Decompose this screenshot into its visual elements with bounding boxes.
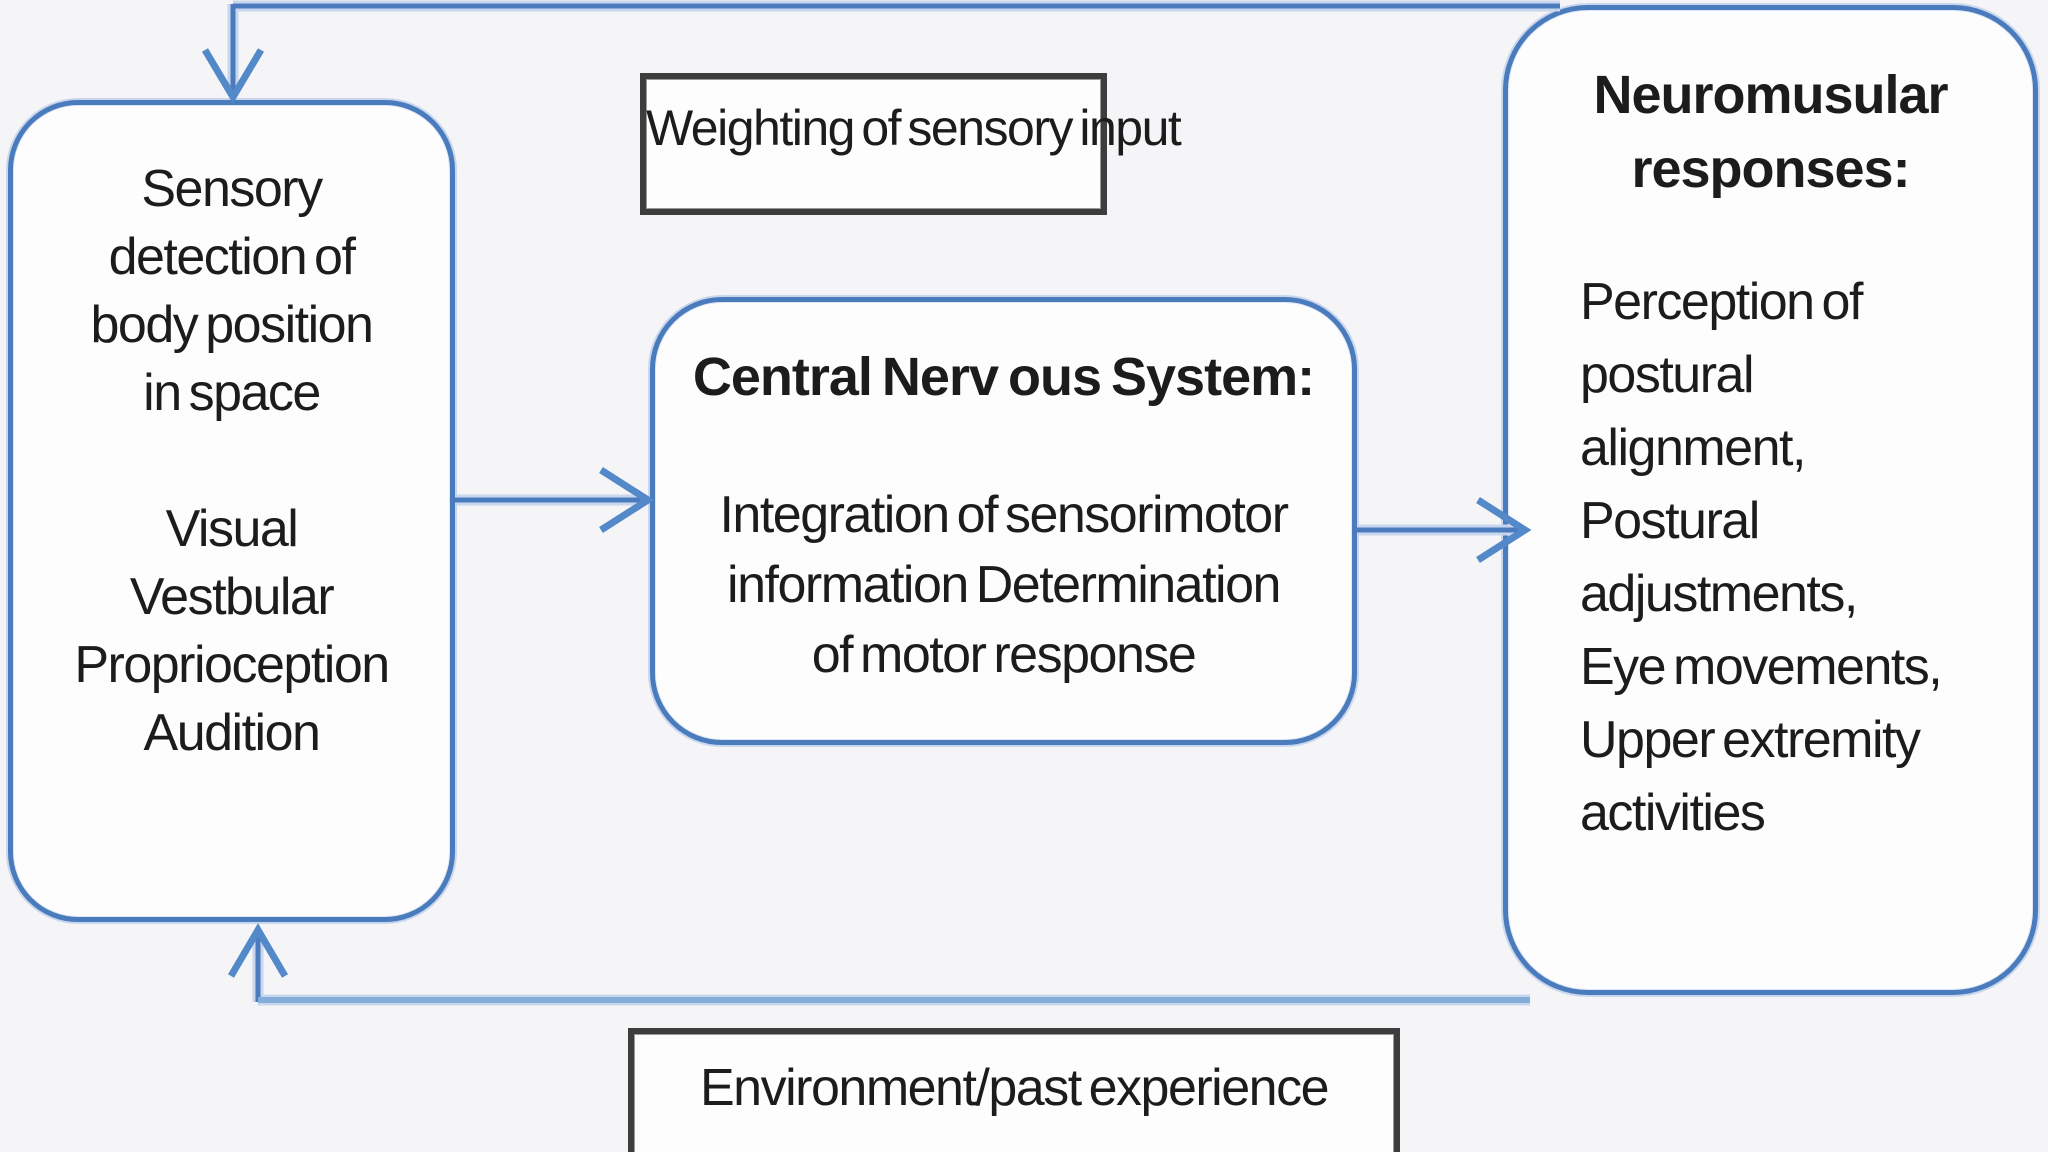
neuro-body-line: Perception of — [1580, 273, 1863, 331]
cns-body-line: Integration of sensorimotor — [719, 486, 1289, 544]
sensory-detection-box: Sensory detection of body position in sp… — [8, 100, 455, 922]
sensory-box-line: in space — [143, 364, 321, 422]
sensory-box-line: Visual — [165, 500, 299, 558]
cns-body-line: information Determination — [727, 556, 1281, 614]
cns-spacer — [655, 414, 1352, 480]
neuro-body-line: postural — [1580, 346, 1755, 404]
weighting-label: Weighting of sensory input — [646, 100, 1182, 156]
neuro-body-line: Upper extremity — [1580, 711, 1921, 769]
cns-title: Central Nerv ous System: — [692, 347, 1315, 407]
neuro-body-block: Perception of postural alignment, Postur… — [1508, 206, 2033, 850]
central-nervous-system-box: Central Nerv ous System: Integration of … — [650, 297, 1357, 745]
down-arrowhead-icon — [201, 48, 265, 104]
neuro-body-line: Postural — [1580, 492, 1760, 550]
neuromuscular-responses-box: Neuromusular responses: Perception of po… — [1503, 5, 2038, 995]
neuro-title-line: Neuromusular — [1593, 65, 1948, 125]
neuro-body-line: activities — [1580, 784, 1766, 842]
sensory-box-line: detection of — [108, 228, 356, 286]
sensory-box-line: body position — [90, 296, 374, 354]
right-arrowhead-icon — [599, 467, 655, 533]
cns-body-line: of motor response — [811, 626, 1197, 684]
sensory-box-line: Proprioception — [74, 636, 390, 694]
sensory-box-line: Vestbular — [129, 568, 335, 626]
neuro-title-block: Neuromusular responses: — [1508, 58, 2033, 206]
neuro-title-line: responses: — [1631, 139, 1910, 199]
environment-label: Environment/past experience — [700, 1059, 1330, 1117]
neuro-body-line: adjustments, — [1580, 565, 1858, 623]
up-arrowhead-icon — [227, 923, 289, 978]
weighting-of-sensory-input-box: Weighting of sensory input — [640, 73, 1182, 215]
neuro-body-line: alignment, — [1580, 419, 1806, 477]
neuro-body-line: Eye movements, — [1580, 638, 1943, 696]
sensory-box-spacer — [13, 427, 450, 495]
sensory-box-line: Sensory — [141, 160, 323, 218]
sensory-box-line: Audition — [143, 704, 321, 762]
environment-past-experience-box: Environment/past experience — [628, 1028, 1400, 1152]
